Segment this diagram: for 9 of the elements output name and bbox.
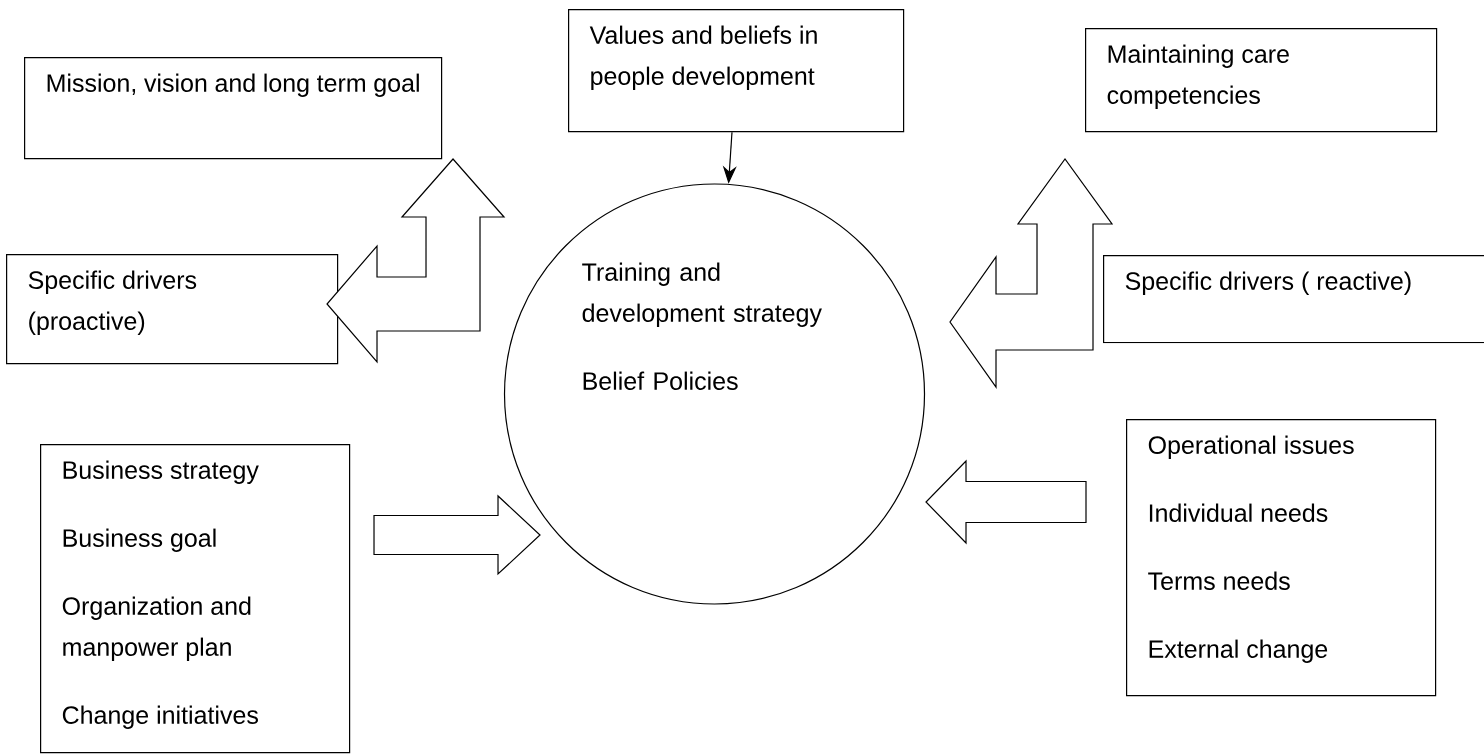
text-box: Values and beliefs in people development (568, 9, 905, 133)
text-box: Mission, vision and long term goal (24, 57, 443, 160)
block-arrow (373, 494, 541, 576)
text-box: Operational issues Individual needs Terms needs External change (1126, 419, 1437, 697)
block-arrow (925, 459, 1087, 545)
text-box: Specific drivers (proactive) (6, 254, 339, 365)
text-box: Business strategy Business goal Organization and manpower plan Change initiatives (40, 444, 351, 754)
text-box: Specific drivers ( reactive) (1103, 255, 1484, 344)
text-box: Maintaining care competencies (1085, 28, 1438, 133)
